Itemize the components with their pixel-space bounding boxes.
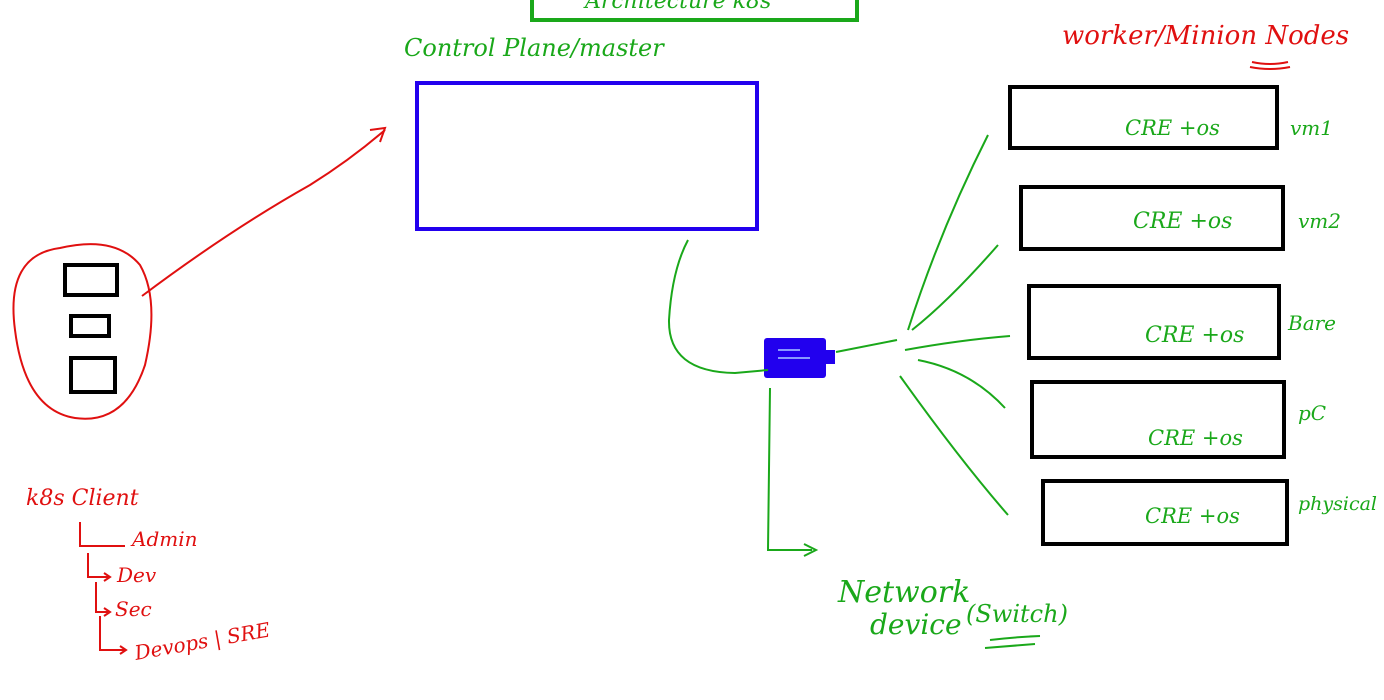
worker-node-text: CRE +os: [1133, 209, 1232, 234]
worker-node-text: CRE +os: [1145, 323, 1244, 348]
network-connections: [667, 134, 1011, 557]
worker-node-text: CRE +os: [1145, 504, 1240, 528]
worker-node-side-label: pC: [1298, 401, 1326, 425]
worker-nodes-heading-text: worker/Minion Nodes: [1062, 21, 1349, 51]
client-device-icon: [63, 263, 119, 297]
client-role: Sec: [115, 597, 152, 621]
worker-node-text: CRE +os: [1125, 116, 1220, 140]
network-device-label: Network device (Switch): [837, 575, 1068, 649]
network-label-paren: (Switch): [966, 600, 1068, 628]
client-heading: k8s Client: [26, 486, 139, 511]
network-switch-icon: [764, 338, 835, 378]
client-role: Admin: [130, 527, 198, 551]
worker-node-side-label: vm1: [1290, 116, 1333, 140]
client-group: [12, 243, 153, 420]
worker-node: CRE +os pC: [1030, 380, 1326, 459]
network-label-line2: device: [870, 608, 962, 641]
title-box: Architecture k8s: [530, 0, 859, 22]
control-plane-box: [415, 81, 759, 231]
network-label-line1: Network: [837, 575, 970, 610]
client-role: Dev: [116, 563, 157, 587]
worker-node: CRE +os Bare: [1027, 284, 1336, 360]
worker-node-text: CRE +os: [1148, 426, 1243, 450]
client-device-icon: [69, 356, 117, 394]
worker-node: CRE +os vm1: [1008, 85, 1333, 150]
worker-node-side-label: vm2: [1298, 209, 1341, 233]
worker-node-side-label: physical: [1298, 493, 1377, 515]
client-role: Devops | SRE: [132, 617, 273, 666]
title-text: Architecture k8s: [583, 0, 771, 14]
worker-node-side-label: Bare: [1287, 311, 1336, 335]
worker-node: CRE +os physical: [1041, 479, 1377, 546]
client-to-control-plane-arrow: [141, 126, 387, 297]
client-roles-tree: k8s Client Admin Dev Sec Devops | SRE: [26, 486, 272, 666]
worker-nodes-heading: worker/Minion Nodes: [1062, 21, 1349, 70]
control-plane-label: Control Plane/master: [404, 34, 665, 62]
worker-node: CRE +os vm2: [1019, 185, 1341, 251]
client-device-icon: [69, 314, 111, 338]
